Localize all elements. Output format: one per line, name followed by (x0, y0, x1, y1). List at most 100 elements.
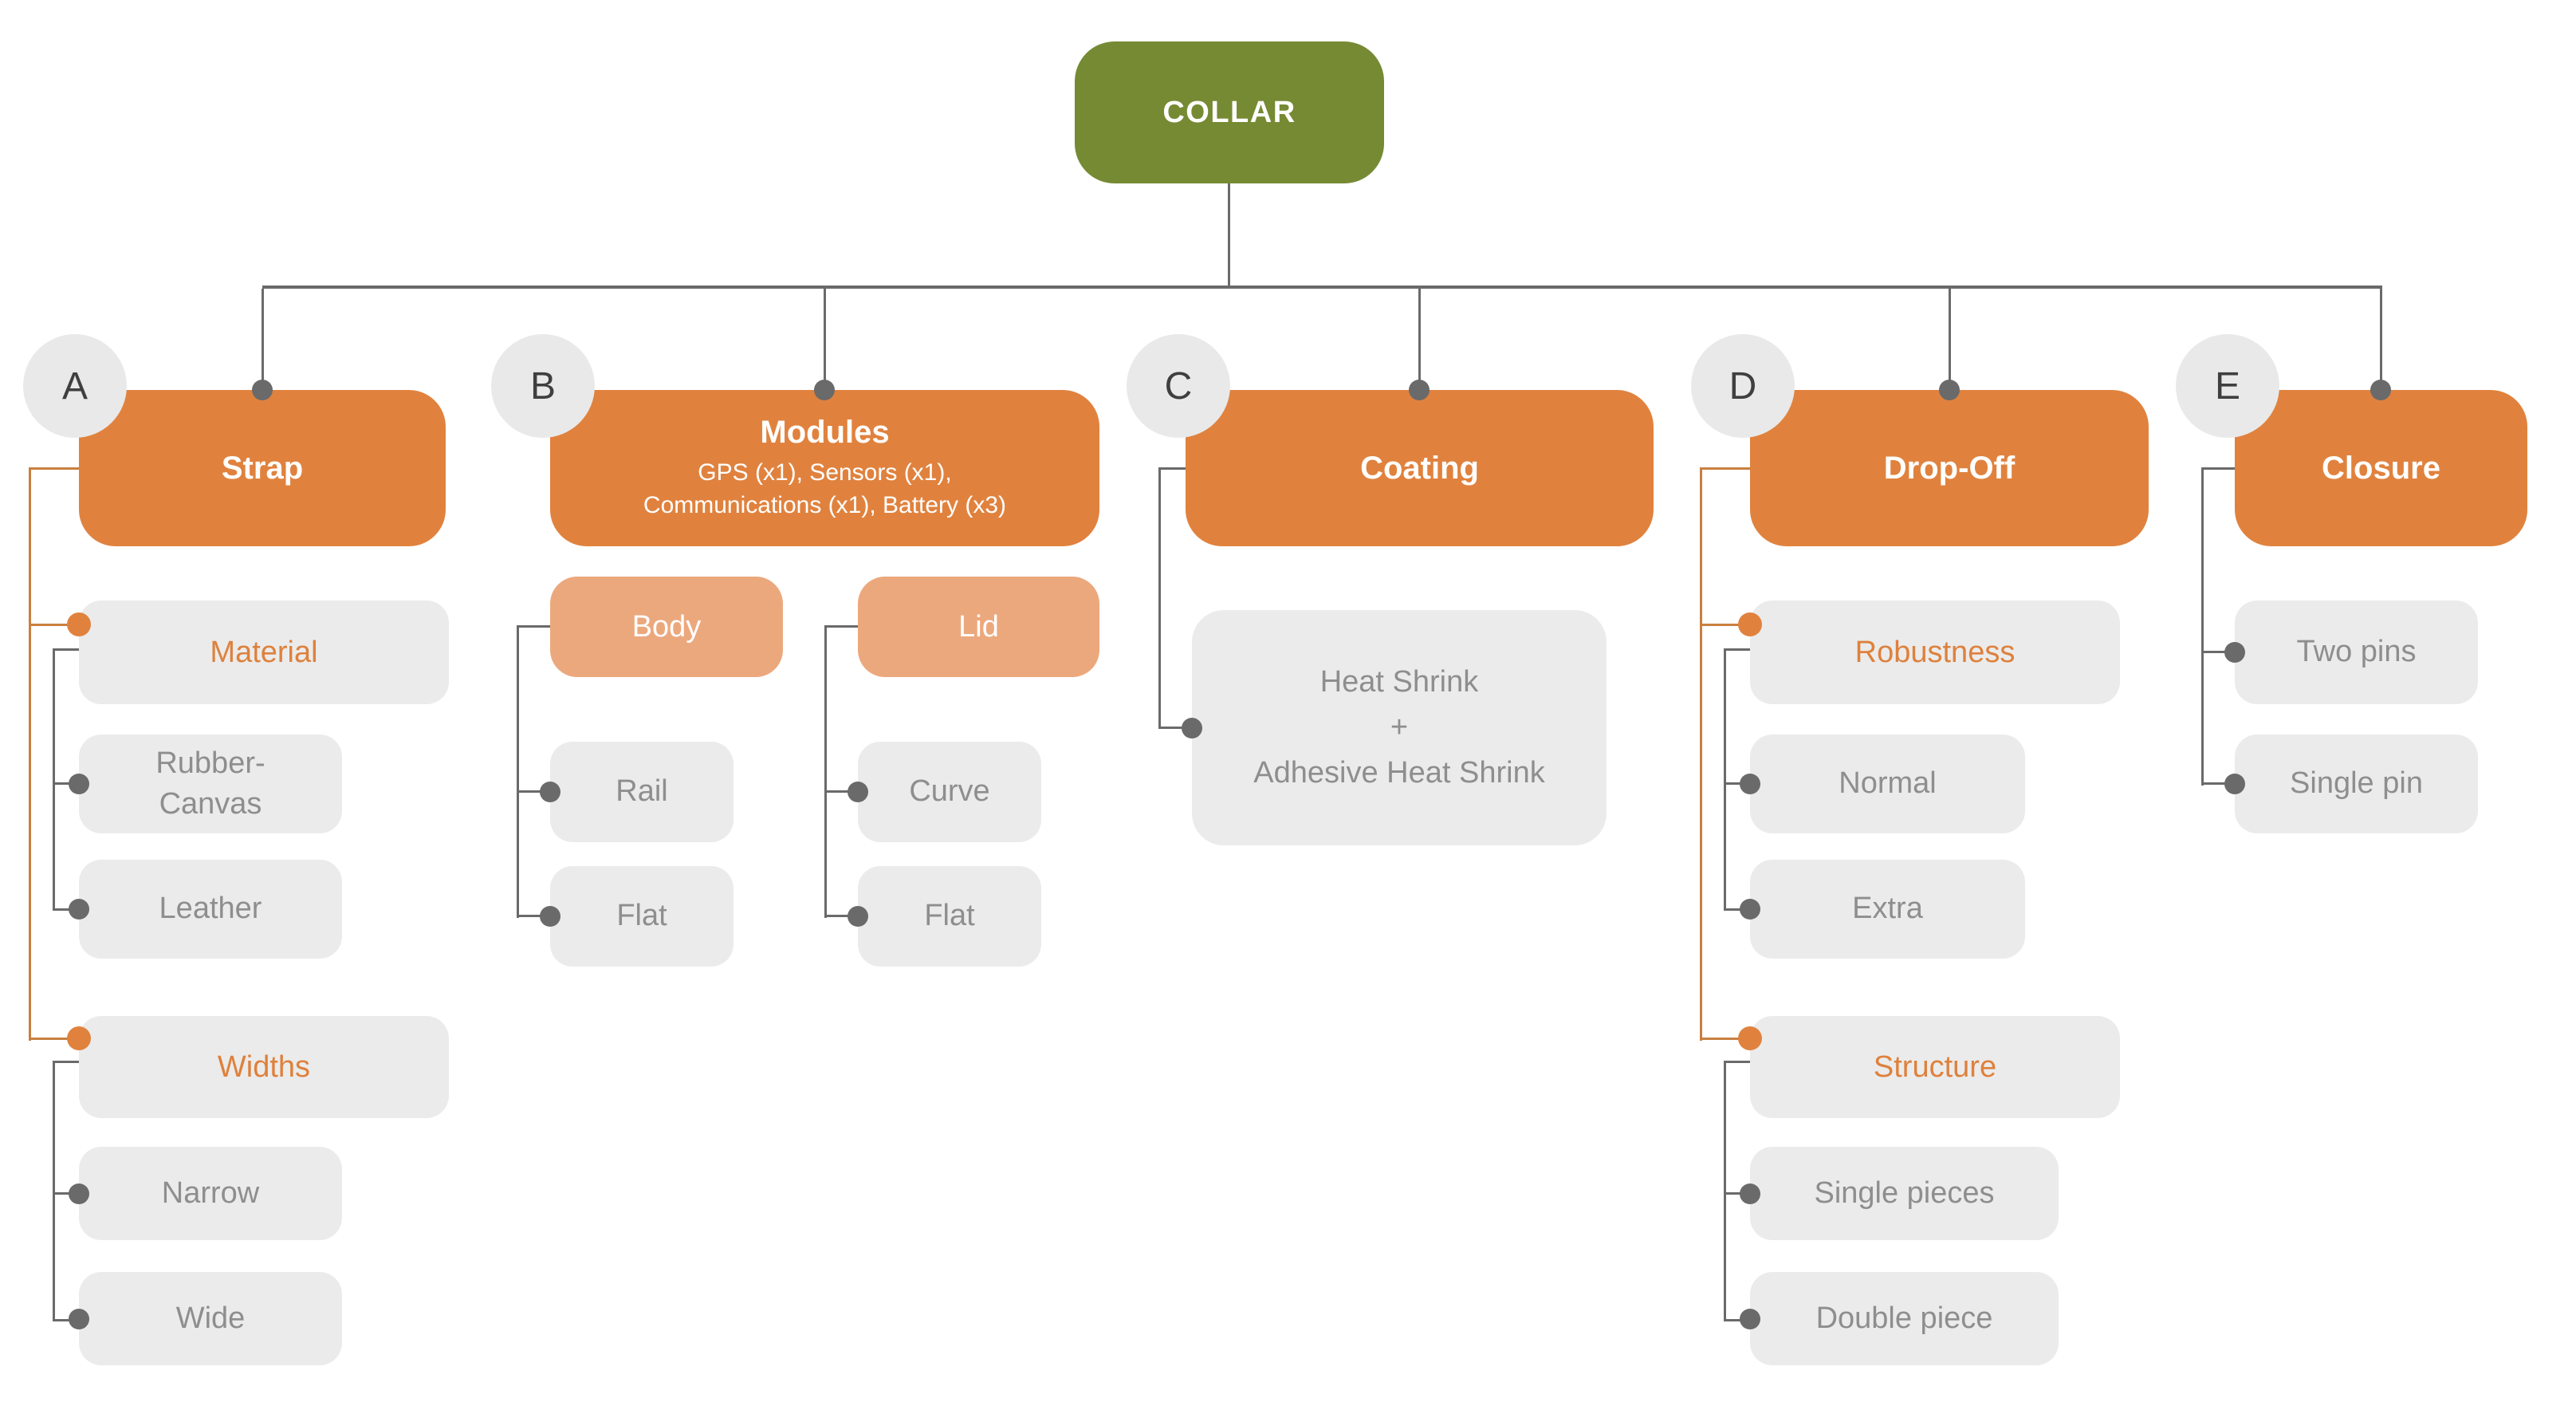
connector-strap-trunk (29, 467, 31, 1041)
connector-coating-elbow (1158, 467, 1186, 470)
connector-body-trunk (517, 625, 519, 918)
connector-dropoff-elbow (1700, 467, 1750, 470)
connector-drop-e (2380, 289, 2382, 390)
connector-stub-extra (1724, 908, 1750, 911)
branch-node-modules-label: Modules (760, 415, 890, 450)
junction-dot-lid-flat (848, 906, 868, 927)
connector-stub-rail (517, 790, 550, 793)
junction-dot-narrow (69, 1183, 89, 1204)
option-node-leather-label: Leather (159, 892, 262, 926)
option-node-rubber-canvas: Rubber- Canvas (79, 734, 342, 833)
connector-stub-structure (1700, 1038, 1750, 1040)
connector-dropoff-trunk (1700, 467, 1702, 1041)
subheader-node-body: Body (550, 577, 783, 677)
category-node-material-label: Material (210, 635, 318, 669)
connector-stub-normal (1724, 782, 1750, 785)
option-node-leather: Leather (79, 860, 342, 959)
connector-robustness-trunk (1724, 648, 1726, 911)
category-node-robustness-label: Robustness (1854, 635, 2016, 669)
option-node-rail: Rail (550, 742, 733, 842)
branch-node-modules-subtitle: GPS (x1), Sensors (x1), Communications (… (643, 459, 1007, 518)
connector-stub-narrow (53, 1192, 79, 1195)
category-node-structure: Structure (1750, 1016, 2120, 1118)
option-node-normal-label: Normal (1839, 766, 1937, 801)
branch-node-dropoff: Drop-Off (1750, 390, 2149, 546)
branch-node-dropoff-label: Drop-Off (1883, 450, 2016, 486)
connector-drop-d (1949, 289, 1951, 390)
junction-dot-strap (252, 380, 273, 400)
option-node-rail-label: Rail (615, 774, 668, 809)
option-node-rubber-canvas-label: Rubber- Canvas (155, 746, 265, 821)
branch-node-strap: Strap (79, 390, 446, 546)
connector-robustness-start (1724, 648, 1750, 651)
option-node-double-piece-label: Double piece (1815, 1301, 1993, 1335)
option-node-lid-flat: Flat (858, 866, 1041, 967)
branch-node-coating: Coating (1186, 390, 1654, 546)
category-node-material: Material (79, 601, 449, 704)
category-node-robustness: Robustness (1750, 601, 2120, 704)
option-node-double-piece: Double piece (1750, 1272, 2059, 1365)
option-node-single-pieces: Single pieces (1750, 1147, 2059, 1240)
connector-material-trunk (53, 648, 55, 911)
junction-dot-closure (2370, 380, 2391, 400)
connector-lid-trunk (824, 625, 827, 918)
option-node-curve-label: Curve (909, 774, 990, 809)
junction-dot-heatshrink (1182, 718, 1202, 738)
connector-stub-leather (53, 908, 79, 911)
junction-dot-structure (1738, 1026, 1762, 1050)
connector-lid-elbow (824, 625, 858, 628)
branch-node-closure: Closure (2235, 390, 2527, 546)
branch-badge-c-letter: C (1164, 364, 1193, 408)
option-node-body-flat-label: Flat (616, 899, 667, 933)
branch-badge-d: D (1691, 334, 1795, 438)
junction-dot-coating (1409, 380, 1430, 400)
option-node-narrow: Narrow (79, 1147, 342, 1240)
option-node-normal: Normal (1750, 734, 2025, 833)
branch-badge-b: B (491, 334, 595, 438)
branch-badge-b-letter: B (529, 364, 556, 408)
category-node-structure-label: Structure (1873, 1050, 1997, 1084)
connector-root-stem (1228, 182, 1230, 287)
option-node-heatshrink-label: Heat Shrink + Adhesive Heat Shrink (1253, 665, 1545, 790)
connector-coating-trunk (1158, 467, 1161, 729)
connector-main-horizontal (262, 286, 2382, 289)
option-node-two-pins-label: Two pins (2296, 635, 2417, 669)
connector-material-start (53, 648, 79, 651)
option-node-single-pieces-label: Single pieces (1814, 1176, 1995, 1210)
option-node-curve: Curve (858, 742, 1041, 842)
connector-drop-c (1418, 289, 1421, 390)
connector-stub-heatshrink (1158, 727, 1192, 729)
branch-badge-d-letter: D (1728, 364, 1757, 408)
junction-dot-rubbercanvas (69, 774, 89, 794)
option-node-heatshrink: Heat Shrink + Adhesive Heat Shrink (1192, 610, 1607, 845)
branch-badge-e: E (2176, 334, 2279, 438)
junction-dot-body-flat (540, 906, 560, 927)
subheader-node-lid: Lid (858, 577, 1099, 677)
branch-badge-a: A (23, 334, 127, 438)
option-node-two-pins: Two pins (2235, 601, 2478, 704)
connector-widths-start (53, 1061, 79, 1063)
junction-dot-material (67, 612, 91, 636)
junction-dot-wide (69, 1309, 89, 1329)
root-node-collar: COLLAR (1075, 41, 1384, 183)
junction-dot-extra (1740, 899, 1760, 920)
junction-dot-robustness (1738, 612, 1762, 636)
connector-drop-b (824, 289, 826, 390)
connector-stub-body-flat (517, 915, 550, 917)
branch-node-coating-label: Coating (1360, 450, 1479, 486)
option-node-single-pin-label: Single pin (2290, 766, 2423, 801)
branch-node-modules: Modules GPS (x1), Sensors (x1), Communic… (550, 390, 1099, 546)
connector-stub-wide (53, 1319, 79, 1321)
connector-closure-elbow (2201, 467, 2235, 470)
connector-strap-elbow (29, 467, 79, 470)
junction-dot-normal (1740, 774, 1760, 794)
branch-badge-a-letter: A (61, 364, 88, 408)
connector-stub-doublepiece (1724, 1319, 1750, 1321)
connector-structure-trunk (1724, 1061, 1726, 1321)
junction-dot-twopins (2224, 642, 2245, 663)
branch-node-closure-label: Closure (2322, 450, 2440, 486)
connector-stub-singlepieces (1724, 1192, 1750, 1195)
junction-dot-doublepiece (1740, 1309, 1760, 1329)
root-node-label: COLLAR (1162, 95, 1296, 129)
